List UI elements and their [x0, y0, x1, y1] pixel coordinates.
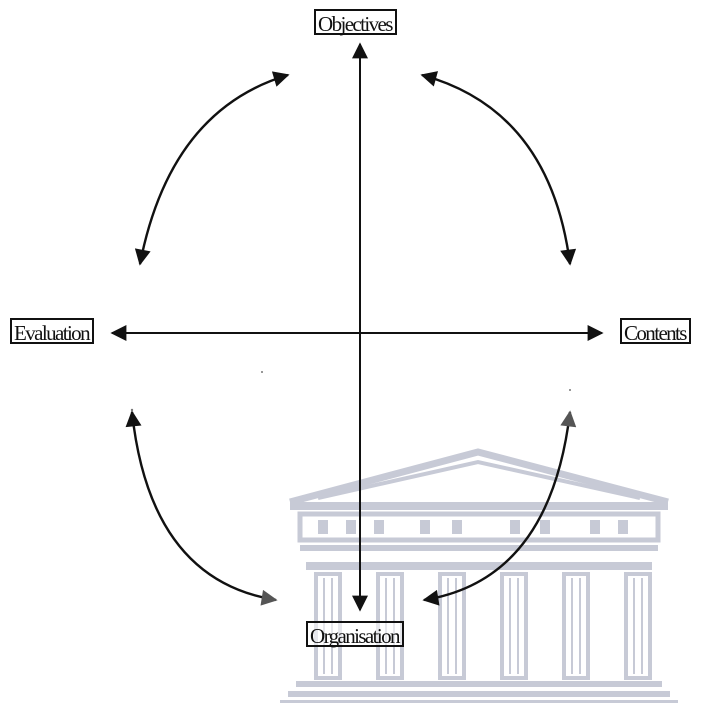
node-organisation: Organisation: [306, 621, 404, 647]
node-contents: Contents: [620, 318, 691, 344]
arc-objectives-contents: [422, 75, 570, 264]
arc-evaluation-organisation: [132, 412, 276, 600]
university-building-icon: [280, 452, 678, 702]
scan-speck-dots: [131, 17, 571, 411]
node-objectives: Objectives: [314, 9, 397, 35]
node-evaluation: Evaluation: [10, 318, 94, 344]
arc-objectives-evaluation: [140, 75, 288, 264]
